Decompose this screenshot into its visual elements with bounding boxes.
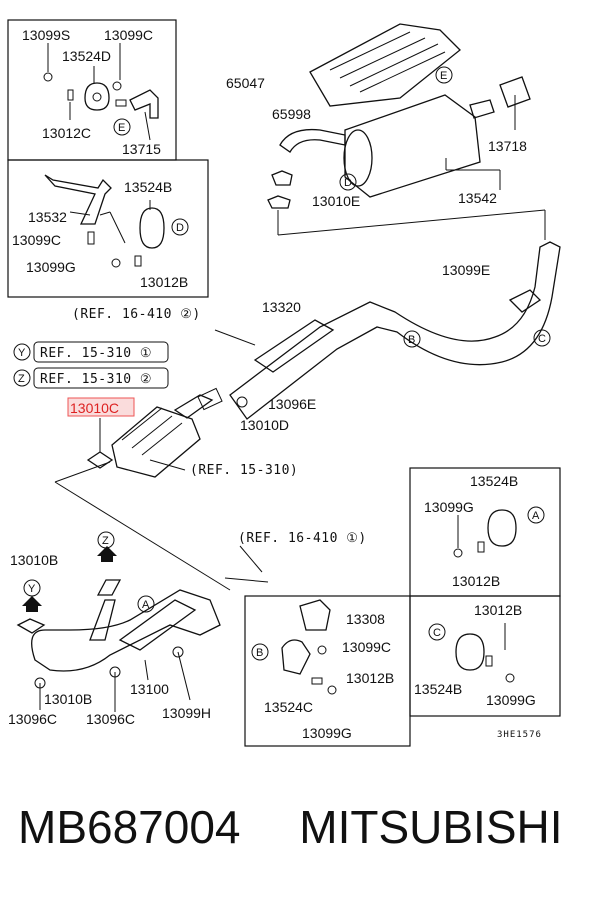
center-pipe-13320: [197, 241, 561, 420]
callout-z-2: Z: [97, 531, 115, 549]
label-13542: 13542: [458, 190, 497, 206]
label-13096E: 13096E: [268, 396, 316, 412]
callout-b-2: B: [251, 643, 269, 661]
label-13718: 13718: [488, 138, 527, 154]
label-13010B-top: 13010B: [10, 552, 58, 568]
label-13099E: 13099E: [442, 262, 490, 278]
svg-text:Z: Z: [102, 535, 109, 547]
label-13010D: 13010D: [240, 417, 289, 433]
callout-b-1: B: [403, 330, 421, 348]
label-13099G-right: 13099G: [424, 499, 474, 515]
label-13099G-br: 13099G: [486, 692, 536, 708]
label-13096C-b: 13096C: [86, 711, 135, 727]
arrow-up-icon: [97, 546, 117, 562]
label-13099C-top: 13099C: [104, 27, 153, 43]
label-13012B-left: 13012B: [140, 274, 188, 290]
label-13320: 13320: [262, 299, 301, 315]
inset-box-hanger-b: [7, 159, 209, 298]
callout-d-2: D: [339, 173, 357, 191]
label-13715: 13715: [122, 141, 161, 157]
callout-c-2: C: [428, 623, 446, 641]
svg-text:B: B: [408, 334, 415, 346]
label-13524C: 13524C: [264, 699, 313, 715]
callout-d-1: D: [171, 218, 189, 236]
inset-box-hanger-c: [409, 595, 561, 717]
svg-text:E: E: [440, 70, 447, 82]
label-13524D: 13524D: [62, 48, 111, 64]
svg-text:B: B: [256, 647, 263, 659]
label-13010C[interactable]: 13010C: [70, 400, 119, 416]
label-13012B-bottom: 13012B: [346, 670, 394, 686]
callout-c-1: C: [533, 329, 551, 347]
highlight-13010C: [67, 397, 135, 417]
hanger-d-parts: [43, 43, 159, 141]
svg-text:D: D: [344, 177, 352, 189]
label-13096C-a: 13096C: [8, 711, 57, 727]
label-13012B-br: 13012B: [474, 602, 522, 618]
front-pipe-13100: [16, 579, 221, 712]
ref-15-310-1: REF. 15-310 ①: [40, 346, 152, 361]
callout-e-1: E: [113, 118, 131, 136]
callout-a-2: A: [137, 595, 155, 613]
svg-text:C: C: [538, 333, 546, 345]
label-13524B-right: 13524B: [470, 473, 518, 489]
svg-text:A: A: [532, 510, 540, 522]
label-13099S: 13099S: [22, 27, 70, 43]
hanger-a-parts: [453, 509, 517, 558]
ref-15-310-2: REF. 15-310 ②: [40, 372, 152, 387]
diagram-code: 3HE1576: [497, 730, 542, 740]
svg-text:E: E: [118, 122, 125, 134]
callout-a-1: A: [527, 506, 545, 524]
callout-y-2: Y: [23, 579, 41, 597]
label-65047: 65047: [226, 75, 265, 91]
brand-name: MITSUBISHI: [299, 801, 563, 853]
label-13010B-bottom: 13010B: [44, 691, 92, 707]
label-13099G-bottom: 13099G: [302, 725, 352, 741]
callout-e-2: E: [435, 66, 453, 84]
label-13524B-br: 13524B: [414, 681, 462, 697]
label-13100: 13100: [130, 681, 169, 697]
ref-box-y: [33, 341, 169, 363]
ref-16-410-2: (REF. 16-410 ②): [72, 307, 201, 322]
catalytic-converter: [54, 394, 231, 591]
label-65998: 65998: [272, 106, 311, 122]
label-13012B-right: 13012B: [452, 573, 500, 589]
svg-text:Z: Z: [18, 373, 25, 385]
callout-z: Z: [13, 369, 31, 387]
main-muffler-13542: [267, 76, 546, 240]
label-13099C-bottom: 13099C: [342, 639, 391, 655]
svg-text:A: A: [142, 599, 150, 611]
arrow-up-icon: [22, 596, 42, 612]
ref-15-310: (REF. 15-310): [190, 463, 298, 478]
label-13532: 13532: [28, 209, 67, 225]
hanger-c-parts: [455, 623, 515, 683]
svg-text:Y: Y: [18, 347, 26, 359]
footer: MB687004 MITSUBISHI: [18, 800, 588, 880]
label-13308: 13308: [346, 611, 385, 627]
exhaust-system-diagram: 13099S 13099C 13524D 13012C 13715 65047 …: [7, 19, 561, 747]
callout-y: Y: [13, 343, 31, 361]
heat-protector-65047: [309, 23, 461, 107]
label-13524B-left: 13524B: [124, 179, 172, 195]
label-13099H: 13099H: [162, 705, 211, 721]
svg-text:Y: Y: [28, 583, 36, 595]
ref-16-410-1: (REF. 16-410 ①): [238, 531, 367, 546]
hanger-b-bottom-parts: [281, 599, 337, 695]
label-13010E: 13010E: [312, 193, 360, 209]
label-13099G-left: 13099G: [26, 259, 76, 275]
hanger-b-parts: [44, 174, 165, 268]
svg-text:D: D: [176, 222, 184, 234]
label-13099C-left: 13099C: [12, 232, 61, 248]
ref-box-z: [33, 367, 169, 389]
part-number: MB687004: [18, 801, 241, 853]
label-13012C: 13012C: [42, 125, 91, 141]
svg-text:C: C: [433, 627, 441, 639]
